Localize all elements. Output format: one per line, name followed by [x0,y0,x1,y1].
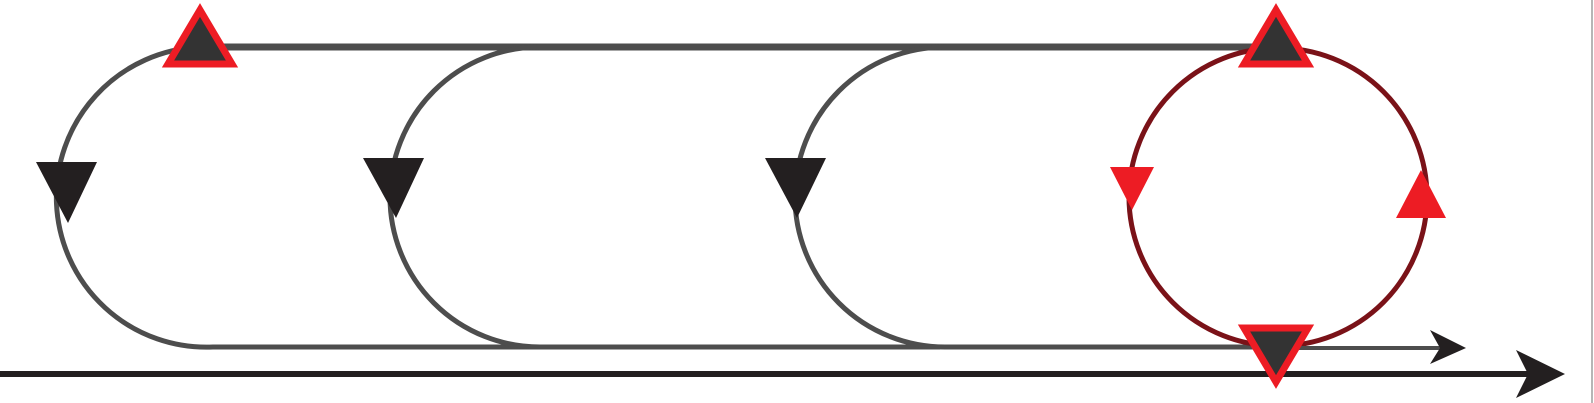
loop-2-down-arrow [363,158,424,218]
loop-2-path [387,44,940,350]
marker-top-left [161,3,239,68]
loop-1-down-arrow [36,162,97,223]
marker-top-right [1237,3,1315,68]
loop-3-path [792,44,1280,350]
time-axis-arrow-head [1516,350,1565,398]
loop-1-path [53,44,540,350]
loop-4-up-arrow [1396,170,1446,218]
marker-bottom-right [1237,324,1315,389]
loop-3-down-arrow [765,158,826,218]
loop-4-down-arrow [1110,167,1154,210]
loop-4-circle [1126,45,1430,349]
exit-arrow-head [1430,330,1466,364]
